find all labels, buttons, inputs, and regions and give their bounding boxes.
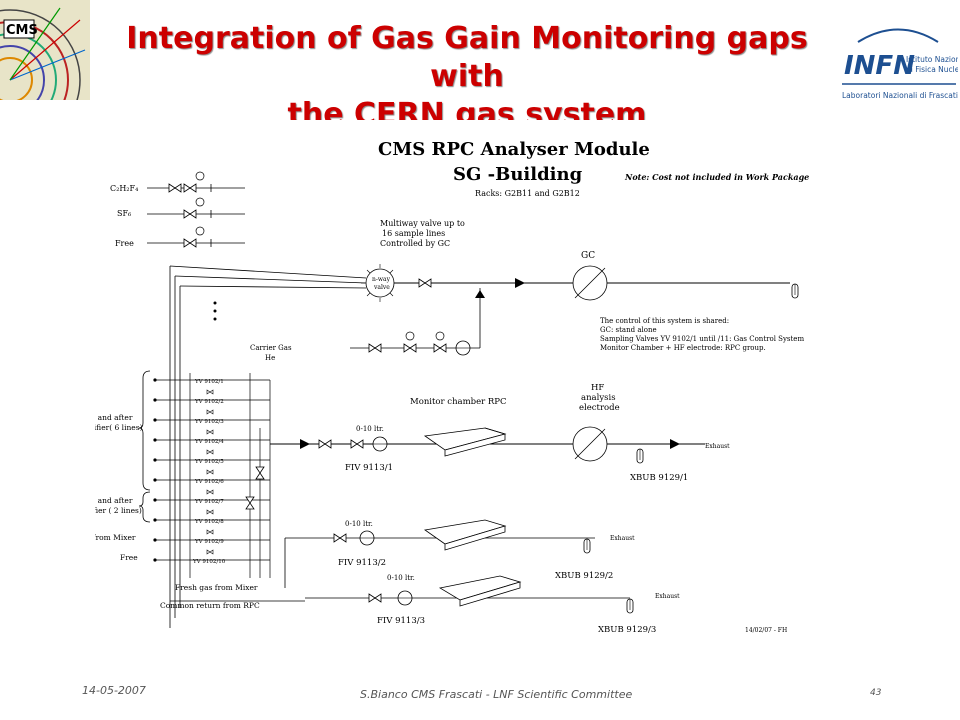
diagram-title-2: SG -Building (453, 164, 583, 185)
valve-label-7: YV 9102/7 (194, 499, 224, 505)
hf-label-3: electrode (579, 403, 620, 413)
control-text-2: GC: stand alone (600, 326, 657, 334)
flow-range-2: 0-10 ltr. (345, 520, 373, 528)
valve-label-4: YV 9102/4 (194, 439, 224, 445)
input-label-c2h2f4: C₂H₂F₄ (110, 184, 138, 193)
fresh-gas-mixer-bottom: Fresh gas from Mixer (175, 583, 258, 592)
gas-system-diagram: CMS RPC Analyser Module SG -Building Rac… (53, 128, 845, 648)
infn-subtitle-2: di Fisica Nucleare (906, 65, 958, 74)
fresh-mixer-label: Fresh gas from Mixer (95, 533, 136, 542)
cost-note: Note: Cost not included in Work Package (624, 172, 809, 182)
valve-manifold: YV 9102/1 YV 9102/2 YV 9102/3 YV 9102/4 … (153, 373, 270, 578)
xbub-label-1: XBUB 9129/1 (630, 473, 688, 483)
purifier-label-1: Before and after (95, 413, 133, 422)
valve-label-8: YV 9102/8 (194, 519, 224, 525)
control-text-1: The control of this system is shared: (600, 317, 729, 325)
fiv-label-1: FIV 9113/1 (345, 463, 393, 473)
gc-label: GC (581, 251, 595, 261)
title-line-1: Integration of Gas Gain Monitoring gaps … (126, 21, 808, 94)
valve-label-5: YV 9102/5 (194, 459, 224, 465)
exhaust-label-3: Exhaust (655, 593, 680, 600)
monitor-chamber-label: Monitor chamber RPC (410, 397, 507, 407)
slide-title: Integration of Gas Gain Monitoring gaps … (92, 20, 842, 120)
footer-date: 14-05-2007 (82, 684, 146, 697)
control-text-3: Sampling Valves YV 9102/1 until /11: Gas… (600, 335, 804, 343)
infn-subtitle-3: Laboratori Nazionali di Frascati (842, 91, 958, 100)
valve-label-10: YV 9102/10 (192, 559, 226, 565)
flow-range-1: 0-10 ltr. (356, 425, 384, 433)
input-label-sf6: SF₆ (117, 209, 131, 218)
infn-logo-text: INFN (844, 51, 915, 81)
infn-subtitle-1: Istituto Nazionale (906, 55, 958, 64)
input-label-free: Free (115, 239, 134, 248)
control-text-4: Monitor Chamber + HF electrode: RPC grou… (600, 344, 766, 352)
valve-label-6: YV 9102/6 (194, 479, 224, 485)
hf-label-2: analysis (581, 393, 616, 403)
nway-valve-label-1: n-way (372, 276, 391, 283)
humidifier-label-2: Humidifier ( 2 lines) (95, 506, 142, 515)
carrier-gas-he: He (265, 354, 275, 362)
cms-logo: CMS (0, 0, 90, 151)
exhaust-label-2: Exhaust (610, 535, 635, 542)
purifier-label-2: each Purifier( 6 lines) (95, 423, 143, 432)
valve-label-3: YV 9102/3 (194, 419, 224, 425)
racks-label: Racks: G2B11 and G2B12 (475, 189, 580, 198)
multiway-label-1: Multiway valve up to (380, 219, 465, 228)
humidifier-label-1: Before and after (95, 496, 133, 505)
multiway-label-2: 16 sample lines (382, 229, 445, 238)
xbub-label-2: XBUB 9129/2 (555, 571, 613, 581)
exhaust-label-1: Exhaust (705, 443, 730, 450)
fiv-label-3: FIV 9113/3 (377, 616, 425, 626)
common-return-label: Common return from RPC (160, 601, 260, 610)
carrier-gas-label: Carrier Gas (250, 344, 292, 352)
diagram-title-1: CMS RPC Analyser Module (378, 139, 650, 160)
hf-label-1: HF (591, 383, 604, 393)
valve-label-9: YV 9102/9 (194, 539, 224, 545)
multiway-label-3: Controlled by GC (380, 239, 450, 248)
cms-logo-text: CMS (6, 23, 38, 38)
xbub-label-3: XBUB 9129/3 (598, 625, 656, 635)
fiv-label-2: FIV 9113/2 (338, 558, 386, 568)
footer-center-text: S.Bianco CMS Frascati - LNF Scientific C… (360, 688, 633, 701)
free-label: Free (120, 553, 138, 562)
flow-range-3: 0-10 ltr. (387, 574, 415, 582)
valve-label-2: YV 9102/2 (194, 399, 224, 405)
page-number: 43 (870, 688, 882, 698)
valve-label-1: YV 9102/1 (194, 379, 224, 385)
nway-valve-label-2: valve (373, 284, 390, 291)
title-line-2: the CERN gas system (287, 97, 647, 120)
infn-logo: INFN Istituto Nazionale di Fisica Nuclea… (838, 22, 960, 112)
date-code: 14/02/07 - FH (745, 627, 787, 634)
